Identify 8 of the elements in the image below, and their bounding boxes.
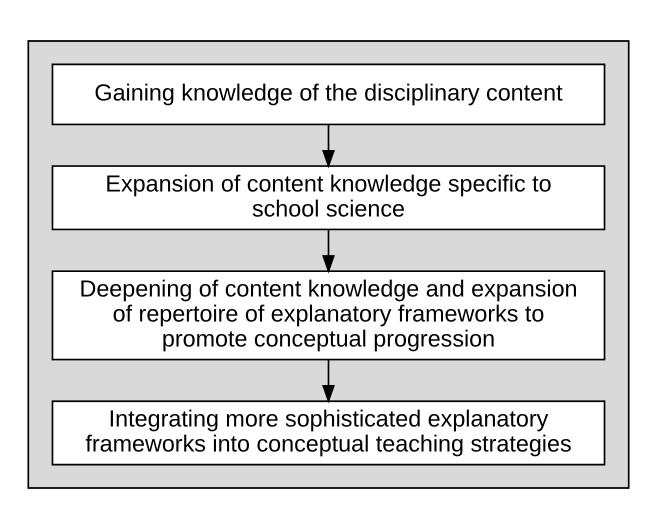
node-box: Gaining knowledge of the disciplinary content [52, 64, 606, 126]
arrow [322, 230, 335, 274]
node-box: Deepening of content knowledge and expansion of repertoire of explanatory frameworks to promote conceptual progression [52, 270, 606, 360]
node-box: Integrating more sophisticated explanatory frameworks into conceptual teaching strategies [52, 400, 606, 466]
node-box: Expansion of content knowledge specific to school science [52, 165, 606, 230]
cluster [27, 40, 630, 489]
arrow [322, 124, 335, 168]
arrow [322, 360, 335, 404]
